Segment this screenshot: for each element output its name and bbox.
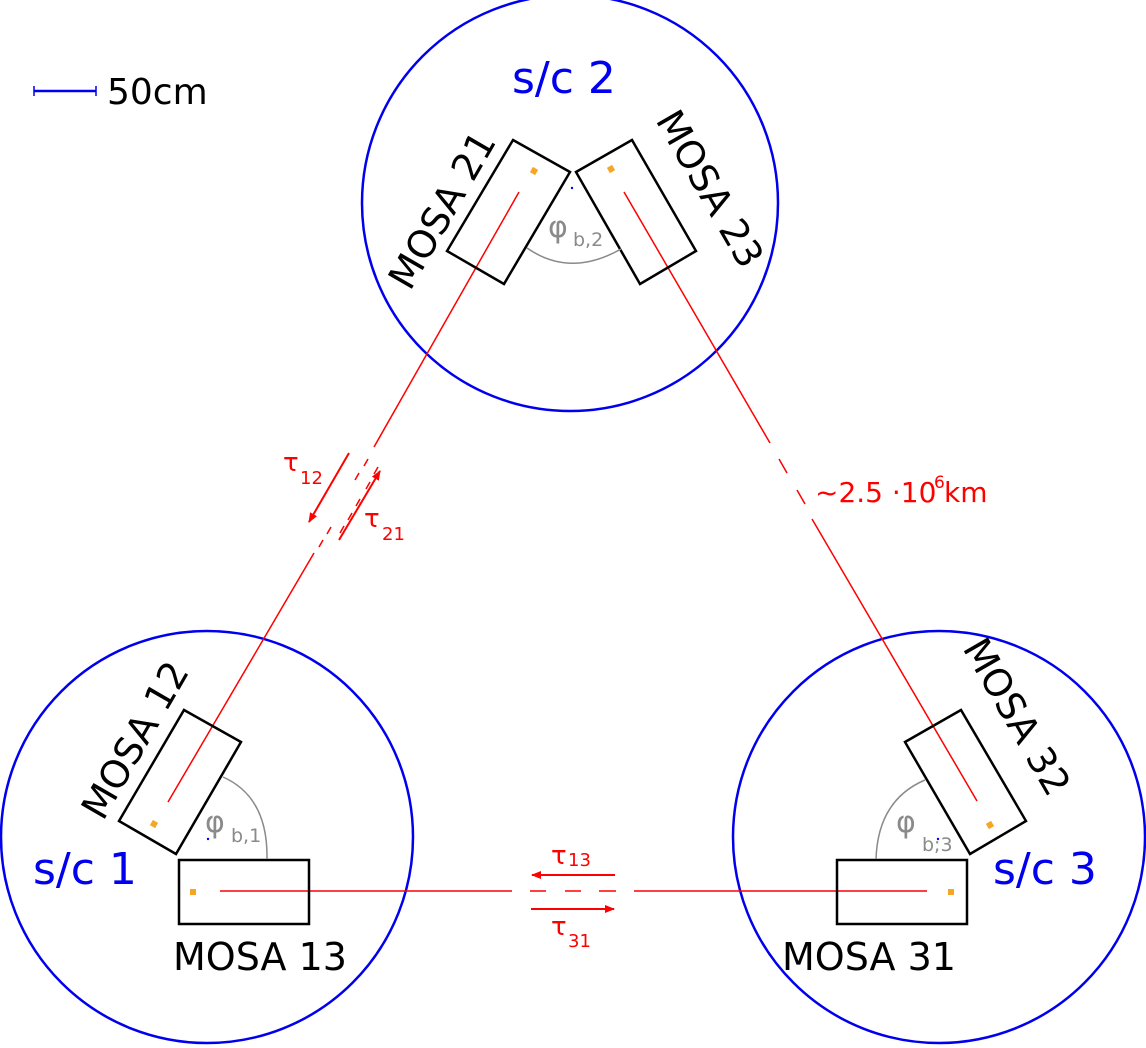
laser-link-23 <box>623 191 978 802</box>
laser-link-12 <box>167 191 520 803</box>
mosa-13 <box>177 858 311 926</box>
svg-text:12: 12 <box>300 468 323 489</box>
delay-arrows-12-21 <box>308 452 381 541</box>
spacecraft-3-label: s/c 3 <box>993 844 1097 895</box>
svg-text:φ: φ <box>548 210 568 245</box>
spacecraft-2-circle <box>360 0 780 413</box>
svg-text:21: 21 <box>382 524 405 545</box>
mosa-32 <box>903 708 1028 856</box>
mosa-12 <box>117 708 243 856</box>
svg-text:φ: φ <box>205 805 225 840</box>
svg-text:τ: τ <box>551 841 567 871</box>
spacecraft-2-label: s/c 2 <box>512 53 616 104</box>
mosa-31-label: MOSA 31 <box>782 935 956 979</box>
svg-text:b,1: b,1 <box>231 825 261 847</box>
scale-bar-label: 50cm <box>107 72 208 113</box>
svg-text:km: km <box>944 476 988 509</box>
delay-label-tau-21: τ 21 <box>364 504 405 545</box>
svg-text:b;3: b;3 <box>922 834 953 856</box>
svg-text:13: 13 <box>568 850 591 871</box>
svg-text:τ: τ <box>364 504 380 534</box>
mosa-13-label: MOSA 13 <box>173 935 347 979</box>
delay-label-tau-12: τ 12 <box>283 448 323 489</box>
angle-arc-sc1 <box>222 776 268 860</box>
delay-arrows-13-31 <box>531 871 615 913</box>
mosa-32-label: MOSA 32 <box>954 631 1079 804</box>
svg-text:τ: τ <box>283 448 299 478</box>
mosa-21 <box>445 138 572 286</box>
spacecraft-3-circle <box>731 629 1146 1045</box>
spacecraft-1-circle <box>0 629 415 1045</box>
scale-bar: 50cm <box>33 72 208 113</box>
angle-arc-sc2 <box>526 247 622 264</box>
svg-text:6: 6 <box>934 473 945 493</box>
angle-arc-sc3 <box>875 779 926 860</box>
mosa-23 <box>574 138 698 286</box>
mosa-21-label: MOSA 21 <box>380 124 505 297</box>
svg-text:b,2: b,2 <box>573 229 603 251</box>
svg-text:31: 31 <box>568 931 591 952</box>
svg-text:τ: τ <box>551 912 567 942</box>
spacecraft-1-label: s/c 1 <box>33 844 137 895</box>
svg-text:φ: φ <box>896 805 916 840</box>
angle-label-phi-b2: φ b,2 <box>548 210 603 251</box>
svg-text:~2.5 ·10: ~2.5 ·10 <box>815 476 936 509</box>
mosa-31 <box>835 858 969 926</box>
angle-label-phi-b3: φ b;3 <box>896 805 953 856</box>
delay-label-tau-13: τ 13 <box>551 841 591 871</box>
angle-label-phi-b1: φ b,1 <box>205 805 261 847</box>
arm-length-label: ~2.5 ·10 6 km <box>815 473 988 509</box>
mosa-12-label: MOSA 12 <box>73 654 198 827</box>
delay-label-tau-31: τ 31 <box>551 912 591 952</box>
mosa-23-label: MOSA 23 <box>647 103 772 276</box>
